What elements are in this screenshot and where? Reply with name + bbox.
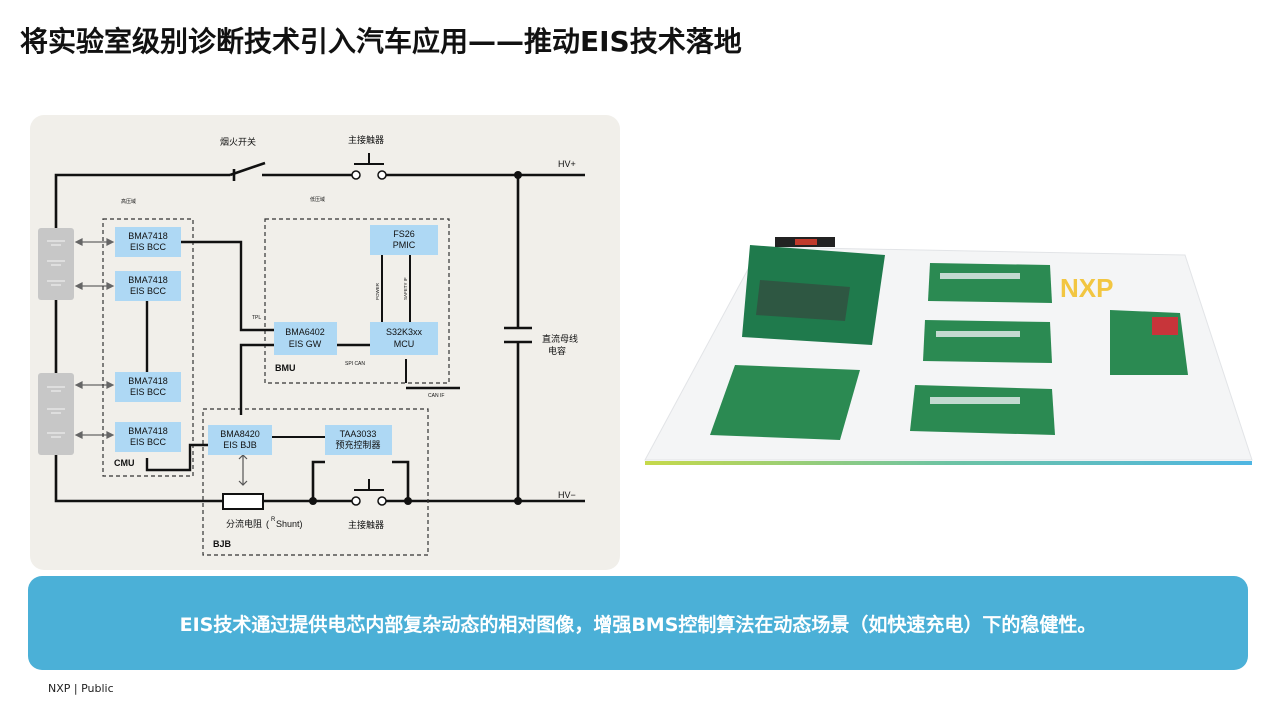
battery-pack-top [38, 228, 74, 300]
contactor-top-label: 主接触器 [348, 134, 384, 145]
bcc4-line1: BMA7418 [128, 426, 168, 436]
bjb-domain [202, 408, 429, 556]
bcc1-line2: EIS BCC [130, 242, 167, 252]
capacitor-label-2: 电容 [548, 345, 566, 356]
key-message-banner: EIS技术通过提供电芯内部复杂动态的相对图像，增强BMS控制算法在动态场景（如快… [28, 576, 1248, 670]
shunt-label: 分流电阻 [226, 518, 262, 529]
low-voltage-domain-label: 低压域 [310, 196, 325, 203]
board-gateway [710, 365, 860, 440]
cmu-domain [102, 218, 194, 477]
hv-plus-label: HV+ [558, 159, 576, 169]
taa-line2: 预充控制器 [335, 439, 380, 450]
tpl-label: TPL [252, 315, 261, 321]
bcc2-line2: EIS BCC [130, 286, 167, 296]
hardware-photo: NXP [640, 225, 1255, 475]
bcc4-line2: EIS BCC [130, 437, 167, 447]
bmu-domain [264, 218, 450, 384]
battery-pack-bottom [38, 373, 74, 455]
shunt-r-tail: Shunt) [276, 519, 303, 529]
pyro-switch-label: 烟火开关 [220, 136, 256, 147]
bcc3-line1: BMA7418 [128, 376, 168, 386]
safety-if-label: SAFETY IF [403, 277, 408, 300]
bcc3-line2: EIS BCC [130, 387, 167, 397]
board-bcc-2 [923, 320, 1052, 363]
system-diagram: BMA7418 EIS BCC BMA7418 EIS BCC BMA7418 … [30, 115, 620, 570]
shunt-r-sup: R [271, 517, 276, 523]
bcc1-line1: BMA7418 [128, 231, 168, 241]
board-stack [742, 237, 885, 345]
board-bcc-1 [928, 263, 1052, 303]
bjb-label: BJB [213, 539, 232, 549]
mcu-line2: MCU [394, 339, 415, 349]
gw-line2: EIS GW [289, 339, 322, 349]
bcc2-line1: BMA7418 [128, 275, 168, 285]
banner-text: EIS技术通过提供电芯内部复杂动态的相对图像，增强BMS控制算法在动态场景（如快… [179, 613, 1097, 636]
hv-minus-label: HV− [558, 490, 576, 500]
high-voltage-domain-label: 高压域 [121, 198, 136, 205]
pmic-line1: FS26 [393, 229, 415, 239]
bmu-label: BMU [275, 363, 296, 373]
contactor-bottom-label: 主接触器 [348, 519, 384, 530]
spi-can-label: SPI CAN [345, 361, 365, 367]
nxp-logo: NXP [1060, 273, 1113, 303]
taa-line1: TAA3033 [340, 429, 377, 439]
can-if-label: CAN IF [428, 393, 444, 399]
board-bcc-3 [910, 385, 1055, 435]
shunt-r-open: ( [266, 519, 269, 529]
footer-text: NXP | Public [48, 682, 114, 695]
page-title: 将实验室级别诊断技术引入汽车应用——推动EIS技术落地 [20, 25, 742, 58]
power-label: POWER [375, 282, 380, 300]
pmic-line2: PMIC [393, 240, 416, 250]
mcu-line1: S32K3xx [386, 327, 423, 337]
gw-line1: BMA6402 [285, 327, 325, 337]
bjb-line1: BMA8420 [220, 429, 260, 439]
cmu-label: CMU [114, 458, 135, 468]
capacitor-label-1: 直流母线 [542, 333, 578, 344]
bjb-line2: EIS BJB [223, 440, 257, 450]
